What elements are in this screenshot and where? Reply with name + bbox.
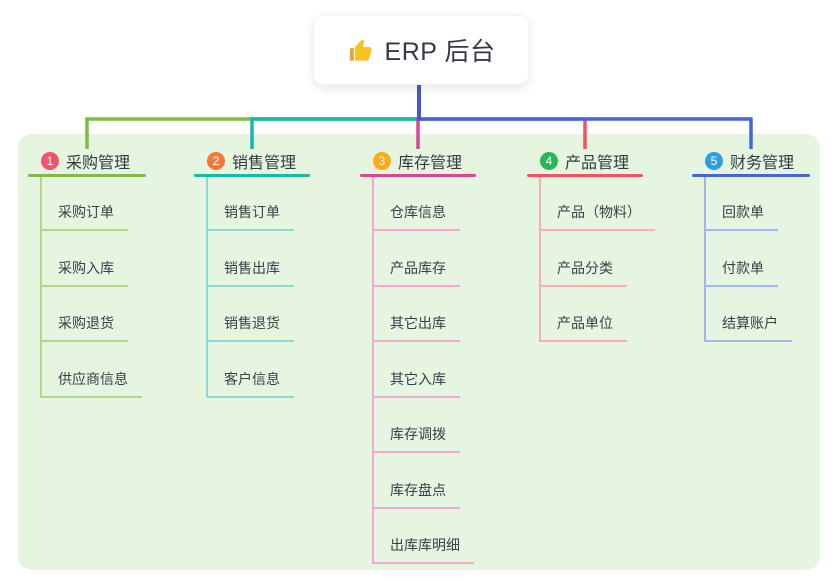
branch-subtree-line: [372, 177, 374, 564]
sub-item[interactable]: 销售退货: [206, 313, 294, 342]
sub-item[interactable]: 其它入库: [372, 369, 460, 398]
sub-item[interactable]: 产品分类: [539, 258, 627, 287]
branch-title[interactable]: 1 采购管理: [28, 150, 146, 172]
sub-item[interactable]: 库存调拨: [372, 424, 460, 453]
sub-item[interactable]: 采购退货: [40, 313, 128, 342]
branch-underline: [692, 174, 810, 177]
branch-4: 4 产品管理产品（物料） 产品分类产品单位: [527, 150, 655, 342]
sub-item[interactable]: 产品单位: [539, 313, 627, 342]
branch-number-badge: 2: [207, 152, 225, 170]
sub-item[interactable]: 采购订单: [40, 202, 128, 231]
sub-item[interactable]: 供应商信息: [40, 369, 142, 398]
sub-item[interactable]: 仓库信息: [372, 202, 460, 231]
branch-5: 5 财务管理回款单付款单结算账户: [692, 150, 810, 342]
sub-item[interactable]: 回款单: [704, 202, 778, 231]
root-node[interactable]: ERP 后台: [313, 15, 529, 85]
branch-title-label: 销售管理: [232, 155, 297, 172]
branch-title-label: 库存管理: [398, 155, 463, 172]
branch-underline: [527, 174, 643, 177]
branch-subtree-line: [539, 177, 541, 342]
branch-title[interactable]: 4 产品管理: [527, 150, 643, 172]
sub-item[interactable]: 其它出库: [372, 313, 460, 342]
branch-number-badge: 5: [705, 152, 723, 170]
branch-title[interactable]: 5 财务管理: [692, 150, 810, 172]
branch-number-badge: 1: [41, 152, 59, 170]
branch-number-badge: 3: [373, 152, 391, 170]
sub-item[interactable]: 出库库明细: [372, 535, 474, 564]
branch-1: 1 采购管理采购订单采购入库采购退货供应商信息: [28, 150, 146, 398]
branch-title[interactable]: 3 库存管理: [360, 150, 476, 172]
branches-panel: [18, 134, 820, 570]
branch-2: 2 销售管理销售订单销售出库销售退货客户信息: [194, 150, 310, 398]
branch-underline: [360, 174, 476, 177]
branch-underline: [28, 174, 146, 177]
sub-item[interactable]: 销售订单: [206, 202, 294, 231]
branch-title-label: 财务管理: [730, 155, 795, 172]
branch-number-badge: 4: [540, 152, 558, 170]
sub-item[interactable]: 客户信息: [206, 369, 294, 398]
branch-title[interactable]: 2 销售管理: [194, 150, 310, 172]
branch-3: 3 库存管理仓库信息产品库存其它出库其它入库库存调拨库存盘点出库库明细: [360, 150, 476, 564]
branch-subtree-line: [40, 177, 42, 398]
sub-item[interactable]: 付款单: [704, 258, 778, 287]
sub-item[interactable]: 结算账户: [704, 313, 792, 342]
sub-item[interactable]: 采购入库: [40, 258, 128, 287]
branch-title-label: 产品管理: [565, 155, 630, 172]
branch-underline: [194, 174, 310, 177]
sub-item[interactable]: 销售出库: [206, 258, 294, 287]
branch-subtree-line: [206, 177, 208, 398]
branch-title-label: 采购管理: [66, 155, 131, 172]
thumbs-up-icon: [347, 37, 374, 64]
branch-subtree-line: [704, 177, 706, 342]
sub-item[interactable]: 产品库存: [372, 258, 460, 287]
sub-item[interactable]: 库存盘点: [372, 480, 460, 509]
sub-item[interactable]: 产品（物料）: [539, 202, 655, 231]
root-title: ERP 后台: [384, 38, 496, 66]
